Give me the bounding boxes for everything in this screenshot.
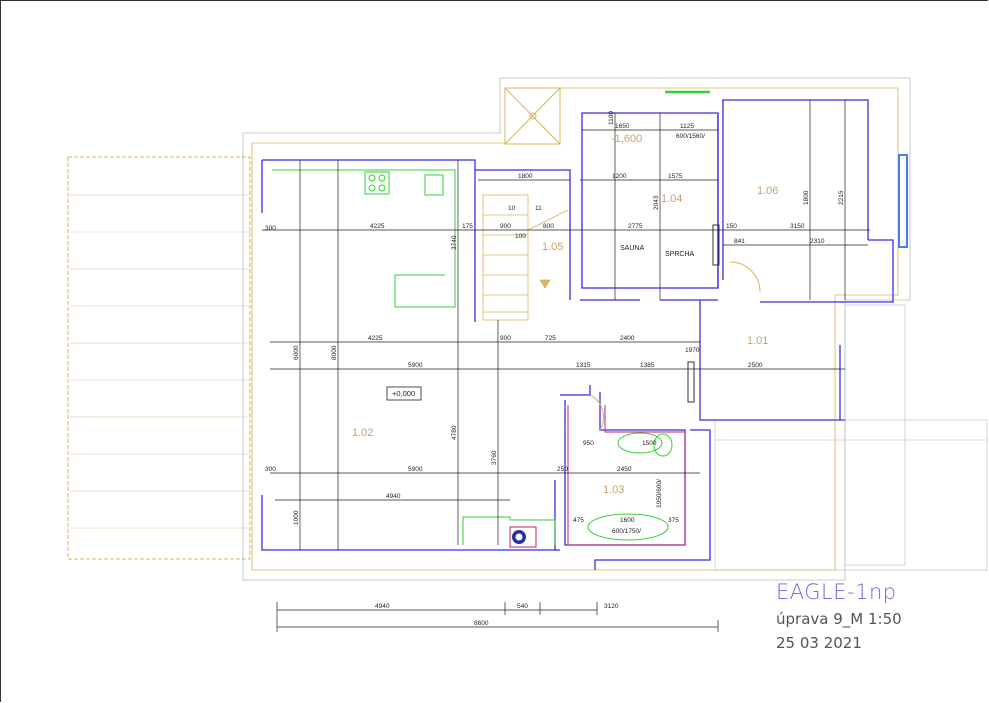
dim-text: 1575 [668, 173, 683, 180]
dim-text: 100 [515, 233, 526, 240]
dim-text: 250 [557, 466, 568, 473]
dim-text: 3120 [604, 603, 619, 610]
drawing-revision: úprava 9_M 1:50 [776, 610, 902, 628]
dim-text: 6000 [293, 345, 300, 360]
terrace [67, 156, 251, 560]
furniture [272, 90, 710, 545]
level-label-basement: -1,600 [611, 133, 642, 145]
room-label-1-03: 1.03 [603, 484, 624, 496]
room-label-1-02: 1.02 [352, 427, 373, 439]
dim-text: 4940 [375, 603, 390, 610]
title-block: EAGLE-1np úprava 9_M 1:50 25 03 2021 [776, 580, 902, 652]
dim-text: 8000 [331, 345, 338, 360]
dim-text: 1950/600/ [656, 479, 663, 508]
dim-text: 4225 [370, 223, 385, 230]
dim-text: 5900 [408, 362, 423, 369]
dim-text: 300 [265, 225, 276, 232]
dim-text: 2043 [653, 195, 660, 210]
dim-text: 1600 [620, 517, 635, 524]
dim-text: 2310 [810, 238, 825, 245]
dim-text: 2775 [628, 223, 643, 230]
dim-text: 1500 [642, 440, 657, 447]
dim-text: 841 [734, 238, 745, 245]
room-name-sauna: SAUNA [620, 245, 644, 252]
dim-text: 900 [500, 223, 511, 230]
drawing-title: EAGLE-1np [776, 580, 897, 604]
dim-text: 10 [508, 205, 516, 212]
radiator [687, 361, 695, 403]
room-label-1-06: 1.06 [757, 185, 778, 197]
dim-text: 2215 [838, 190, 845, 205]
level-label-ground: +0,000 [392, 389, 415, 398]
dim-text: 300 [265, 466, 276, 473]
dim-text: 375 [668, 517, 679, 524]
dim-text: 1650 [615, 123, 630, 130]
room-label-1-01: 1.01 [747, 335, 768, 347]
dim-text: 8600 [474, 620, 489, 627]
dim-text: 3150 [790, 223, 805, 230]
dim-text: 3760 [491, 450, 498, 465]
room-name-sprcha: SPRCHA [665, 251, 695, 258]
dim-text: 1800 [518, 173, 533, 180]
dim-text: 1970 [685, 347, 700, 354]
shaft [504, 87, 561, 145]
dim-text: 2500 [748, 362, 763, 369]
dim-text: 4225 [368, 335, 383, 342]
dimension-lines [262, 100, 870, 632]
dim-text: 2450 [617, 466, 632, 473]
dim-text: 4940 [386, 493, 401, 500]
dim-text: 1100 [608, 111, 615, 125]
doors [589, 261, 761, 431]
dim-text: 475 [573, 517, 584, 524]
dim-text: 540 [517, 603, 528, 610]
dim-text: 1800 [803, 190, 810, 205]
room-label-1-05: 1.05 [542, 241, 563, 253]
dim-text: 800 [543, 223, 554, 230]
staircase [482, 194, 569, 321]
dim-text: 1315 [576, 362, 591, 369]
dimension-labels: 4225 175 1800 10 11 900 800 100 1650 112… [265, 111, 845, 627]
window [898, 154, 908, 248]
site-outline [242, 77, 911, 581]
dim-text: 1125 [680, 123, 694, 130]
dim-text: 2400 [620, 335, 635, 342]
dim-text: 725 [545, 335, 556, 342]
bathroom-outline [567, 405, 686, 546]
room-label-1-04: 1.04 [661, 193, 682, 205]
dim-text: 11 [535, 205, 542, 212]
dim-text: 950 [583, 440, 594, 447]
dim-text: 4780 [451, 425, 458, 440]
radiator [712, 224, 720, 266]
dim-text: 600/1750/ [612, 528, 641, 535]
dim-text: 1200 [612, 173, 627, 180]
drawing-date: 25 03 2021 [776, 634, 862, 652]
dim-text: 3740 [451, 235, 458, 250]
dim-text: 1385 [640, 362, 655, 369]
dim-text: 150 [726, 223, 737, 230]
dim-text: 600/1560/ [676, 133, 705, 140]
boiler-icon [509, 526, 537, 548]
dim-text: 900 [500, 335, 511, 342]
dim-text: 5900 [408, 466, 423, 473]
dim-text: 1000 [293, 510, 300, 525]
dim-text: 175 [462, 223, 473, 230]
